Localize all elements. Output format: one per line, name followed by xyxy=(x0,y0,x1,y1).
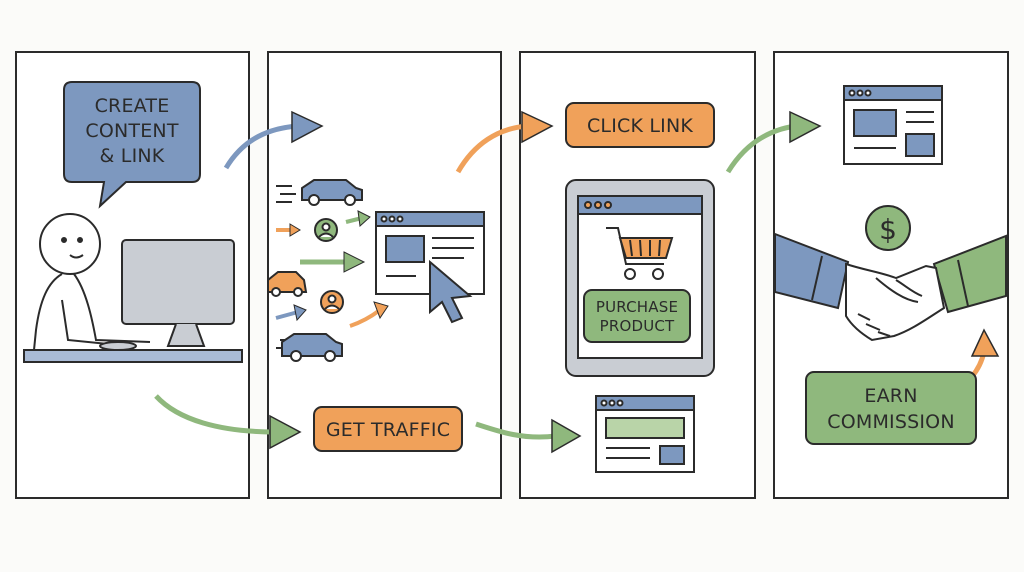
browser-window-icon xyxy=(843,85,943,165)
arrow-create-to-traffic-head xyxy=(291,110,324,144)
stick-figure-icon xyxy=(33,213,151,351)
desktop-computer-icon xyxy=(99,239,235,351)
arrow-to-earn-head xyxy=(789,110,822,144)
traffic-arrows xyxy=(275,210,389,328)
bubble-line-1: CREATE xyxy=(95,95,170,117)
tablet-icon xyxy=(565,179,715,377)
dollar-symbol: $ xyxy=(879,213,897,246)
car-icon xyxy=(301,179,363,206)
bubble-line-2: CONTENT xyxy=(85,120,178,142)
mouse-pointer-icon xyxy=(429,259,473,324)
arrow-commission-up-head xyxy=(970,328,1000,357)
arrow-to-click-link xyxy=(455,123,529,174)
get-traffic-label: GET TRAFFIC xyxy=(313,406,463,452)
bubble-line-3: & LINK xyxy=(100,145,165,167)
purchase-line-1: PURCHASE xyxy=(596,298,678,316)
click-link-text: CLICK LINK xyxy=(587,115,693,137)
arrow-create-to-traffic xyxy=(223,123,299,170)
arrow-to-get-traffic xyxy=(154,394,277,435)
person-icon xyxy=(314,218,338,242)
car-icon xyxy=(281,333,343,362)
click-link-label: CLICK LINK xyxy=(565,102,715,148)
browser-window-icon xyxy=(595,395,695,473)
speech-bubble: CREATE CONTENT & LINK xyxy=(63,81,201,209)
arrow-to-earn xyxy=(725,123,797,174)
dollar-coin-icon: $ xyxy=(865,205,911,251)
arrow-traffic-to-site-head xyxy=(551,418,582,454)
earn-commission-label: EARN COMMISSION xyxy=(805,371,977,445)
desk xyxy=(23,349,243,363)
arrow-to-get-traffic-head xyxy=(269,414,302,450)
purchase-product-button[interactable]: PURCHASE PRODUCT xyxy=(583,289,691,343)
earn-line-1: EARN xyxy=(864,385,917,407)
shopping-cart-icon xyxy=(606,227,674,280)
person-icon xyxy=(320,290,344,314)
earn-line-2: COMMISSION xyxy=(827,411,955,433)
car-icon xyxy=(267,271,308,297)
get-traffic-text: GET TRAFFIC xyxy=(326,419,450,441)
handshake-icon xyxy=(774,232,1007,342)
purchase-line-2: PRODUCT xyxy=(600,317,675,335)
arrow-traffic-to-site xyxy=(475,421,557,440)
arrow-to-click-link-head xyxy=(521,110,554,144)
